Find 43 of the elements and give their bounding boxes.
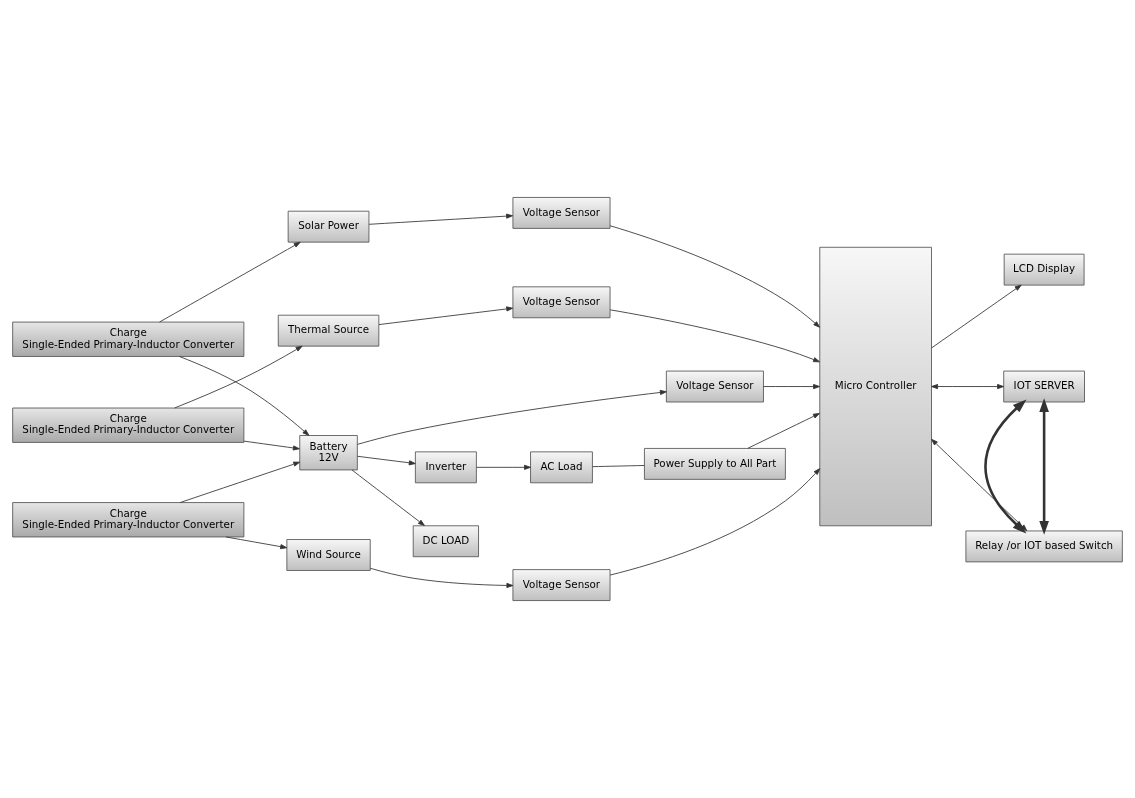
arrow	[225, 536, 288, 550]
arrow	[356, 455, 416, 466]
arrow	[357, 389, 667, 445]
arrow	[243, 440, 300, 451]
arrow	[378, 306, 514, 325]
arrow	[747, 413, 820, 449]
node-box: Inverter	[414, 451, 477, 484]
node-box: Wind Source	[286, 539, 371, 571]
node-box: Voltage Sensor	[512, 286, 611, 319]
node-box: Micro Controller	[819, 246, 932, 527]
arrow	[351, 469, 425, 526]
node-box: Battery 12V	[299, 435, 358, 471]
connector	[592, 465, 645, 468]
arrow	[609, 309, 820, 363]
node-box: DC LOAD	[412, 525, 479, 558]
node-box: Voltage Sensor	[665, 370, 764, 403]
node-box: Relay /or IOT based Switch	[965, 530, 1123, 563]
arrow	[931, 384, 1004, 390]
arrow	[179, 356, 310, 436]
node-box: Power Supply to All Part	[644, 448, 786, 480]
node-box: Thermal Source	[277, 314, 380, 347]
node-box: Solar Power	[287, 210, 370, 243]
arrow	[609, 468, 821, 576]
arrow	[763, 384, 820, 390]
arrow	[931, 284, 1022, 349]
arrow	[179, 461, 301, 503]
node-box: Voltage Sensor	[512, 569, 611, 601]
node-box: Charge Single-Ended Primary-Inductor Converter	[12, 502, 245, 538]
node-box: IOT SERVER	[1003, 370, 1085, 403]
node-box: Charge Single-Ended Primary-Inductor Converter	[12, 407, 245, 443]
arrow	[609, 225, 821, 328]
node-box: AC Load	[530, 451, 593, 484]
arrow	[369, 567, 514, 588]
arrow	[1039, 398, 1049, 535]
arrow	[931, 438, 1028, 532]
arrow	[159, 241, 301, 323]
arrow	[174, 345, 303, 409]
arrow	[368, 213, 514, 225]
arrow	[476, 464, 531, 470]
node-box: LCD Display	[1003, 253, 1085, 286]
node-box: Charge Single-Ended Primary-Inductor Converter	[12, 321, 245, 357]
arrow	[984, 399, 1027, 534]
node-box: Voltage Sensor	[512, 197, 611, 229]
